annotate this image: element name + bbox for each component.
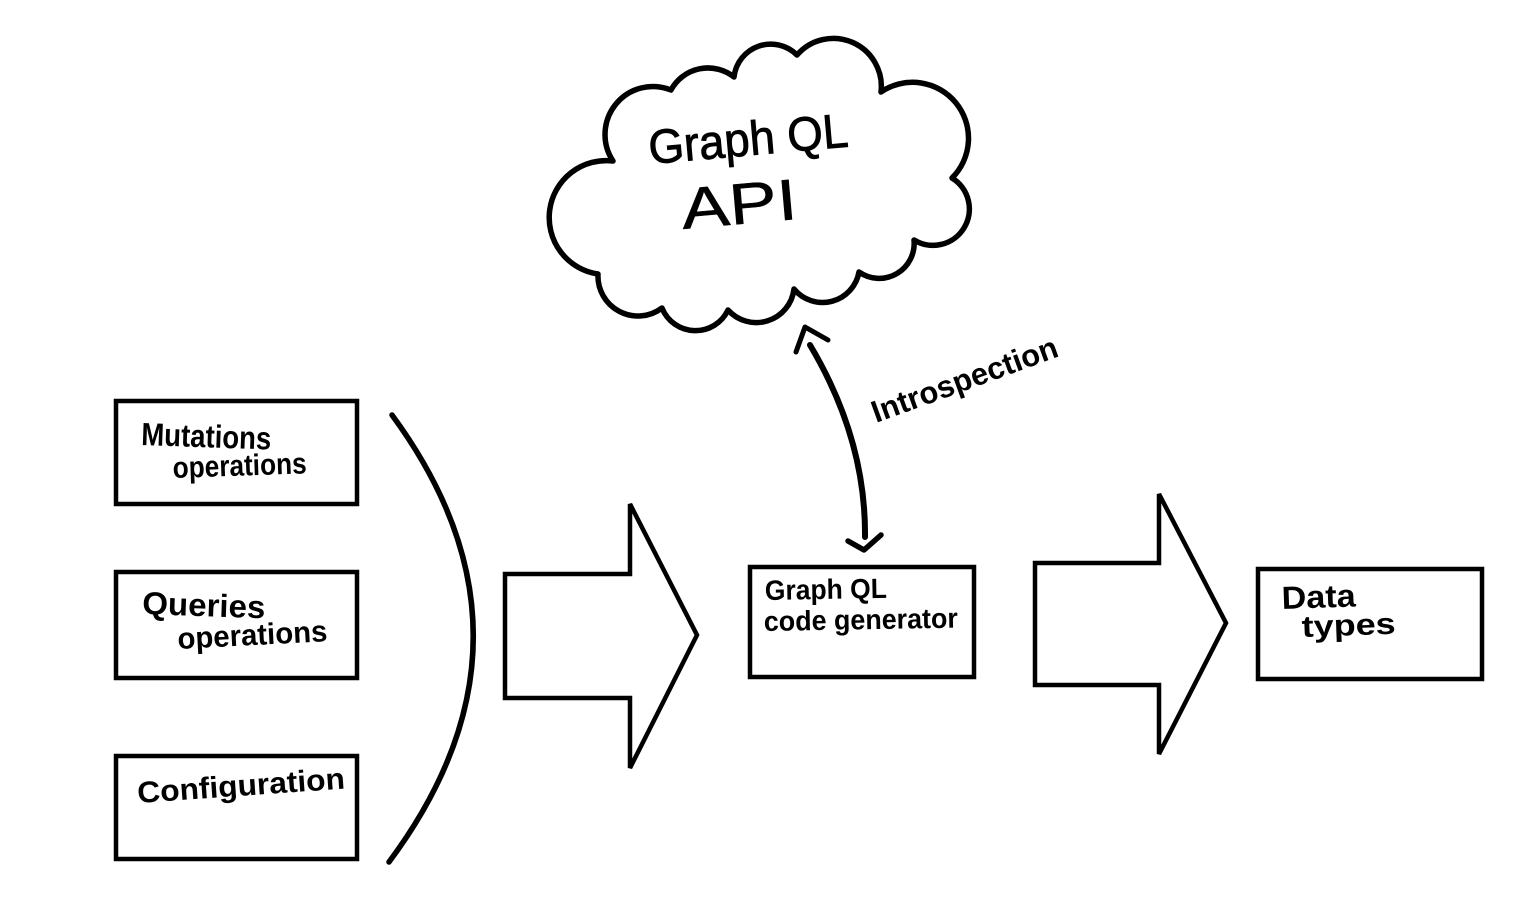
- svg-text:Graph QL: Graph QL: [765, 573, 888, 606]
- svg-text:API: API: [678, 167, 799, 242]
- svg-text:Mutations: Mutations: [141, 416, 272, 457]
- svg-text:Data: Data: [1281, 577, 1356, 616]
- svg-text:types: types: [1301, 608, 1396, 644]
- svg-text:code generator: code generator: [764, 603, 959, 637]
- svg-text:Queries: Queries: [142, 585, 266, 625]
- svg-text:operations: operations: [177, 615, 329, 656]
- svg-text:operations: operations: [172, 447, 307, 485]
